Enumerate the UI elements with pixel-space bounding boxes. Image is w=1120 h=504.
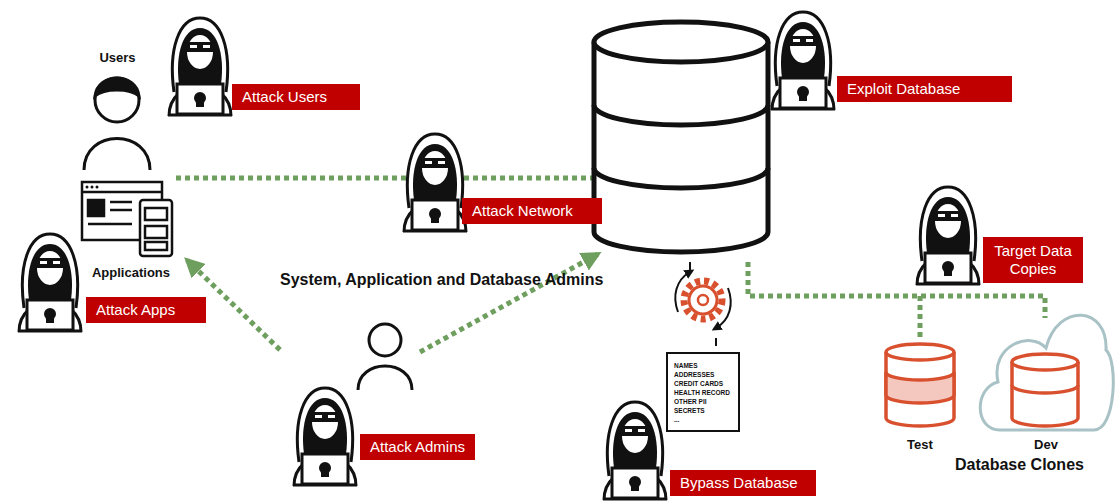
test-database [886,344,954,426]
node-text: ADDRESSES [674,370,734,379]
node-text: NAMES [674,361,734,370]
threat-label: Attack Users [232,84,360,110]
application-icon [82,182,172,256]
copy-path [918,296,923,340]
node-text: OTHER PII [674,397,734,406]
node-text: HEALTH RECORD [674,388,734,397]
admin-group: System, Application and Database Admins [280,268,603,392]
access-path [420,254,598,352]
threat-label: Attack Apps [86,297,206,323]
database-cylinder [594,22,768,252]
node-text: Target Data Copies [989,242,1077,278]
node-text: CREDIT CARDS [674,379,734,388]
dev-cloud [980,315,1113,430]
node-text: Exploit Database [847,80,1002,98]
user-group: Users [75,50,160,172]
node-text: Dev [1034,437,1058,452]
threat-label: Bypass Database [670,470,816,496]
node-text: Bypass Database [680,474,806,492]
node-text: Users [99,50,135,65]
group-label: Database Clones [955,456,1084,474]
node-text: Attack Admins [370,438,465,456]
admin-icon [358,324,412,390]
node-text: Applications [92,265,170,280]
access-path [176,176,608,181]
test-clone: Test [878,340,962,452]
attacker-icon [18,12,980,500]
user-icon [84,78,150,170]
threat-label: Exploit Database [837,76,1012,102]
sensitive-data-document: NAMESADDRESSESCREDIT CARDSHEALTH RECORDO… [666,352,740,432]
node-text: Attack Users [242,88,350,106]
node-text: Attack Network [472,202,592,220]
threat-label: Attack Network [462,198,602,224]
threat-label: Target Data Copies [983,237,1083,283]
threat-label: Attack Admins [360,434,475,460]
node-text: Test [907,437,933,452]
node-text: ... [674,415,734,424]
dev-clone: Dev [1000,340,1092,452]
application-group: Applications [75,176,187,280]
node-text: Attack Apps [96,301,196,319]
node-text: System, Application and Database Admins [280,268,603,291]
node-text: SECRETS [674,406,734,415]
gear-icon [675,262,730,346]
